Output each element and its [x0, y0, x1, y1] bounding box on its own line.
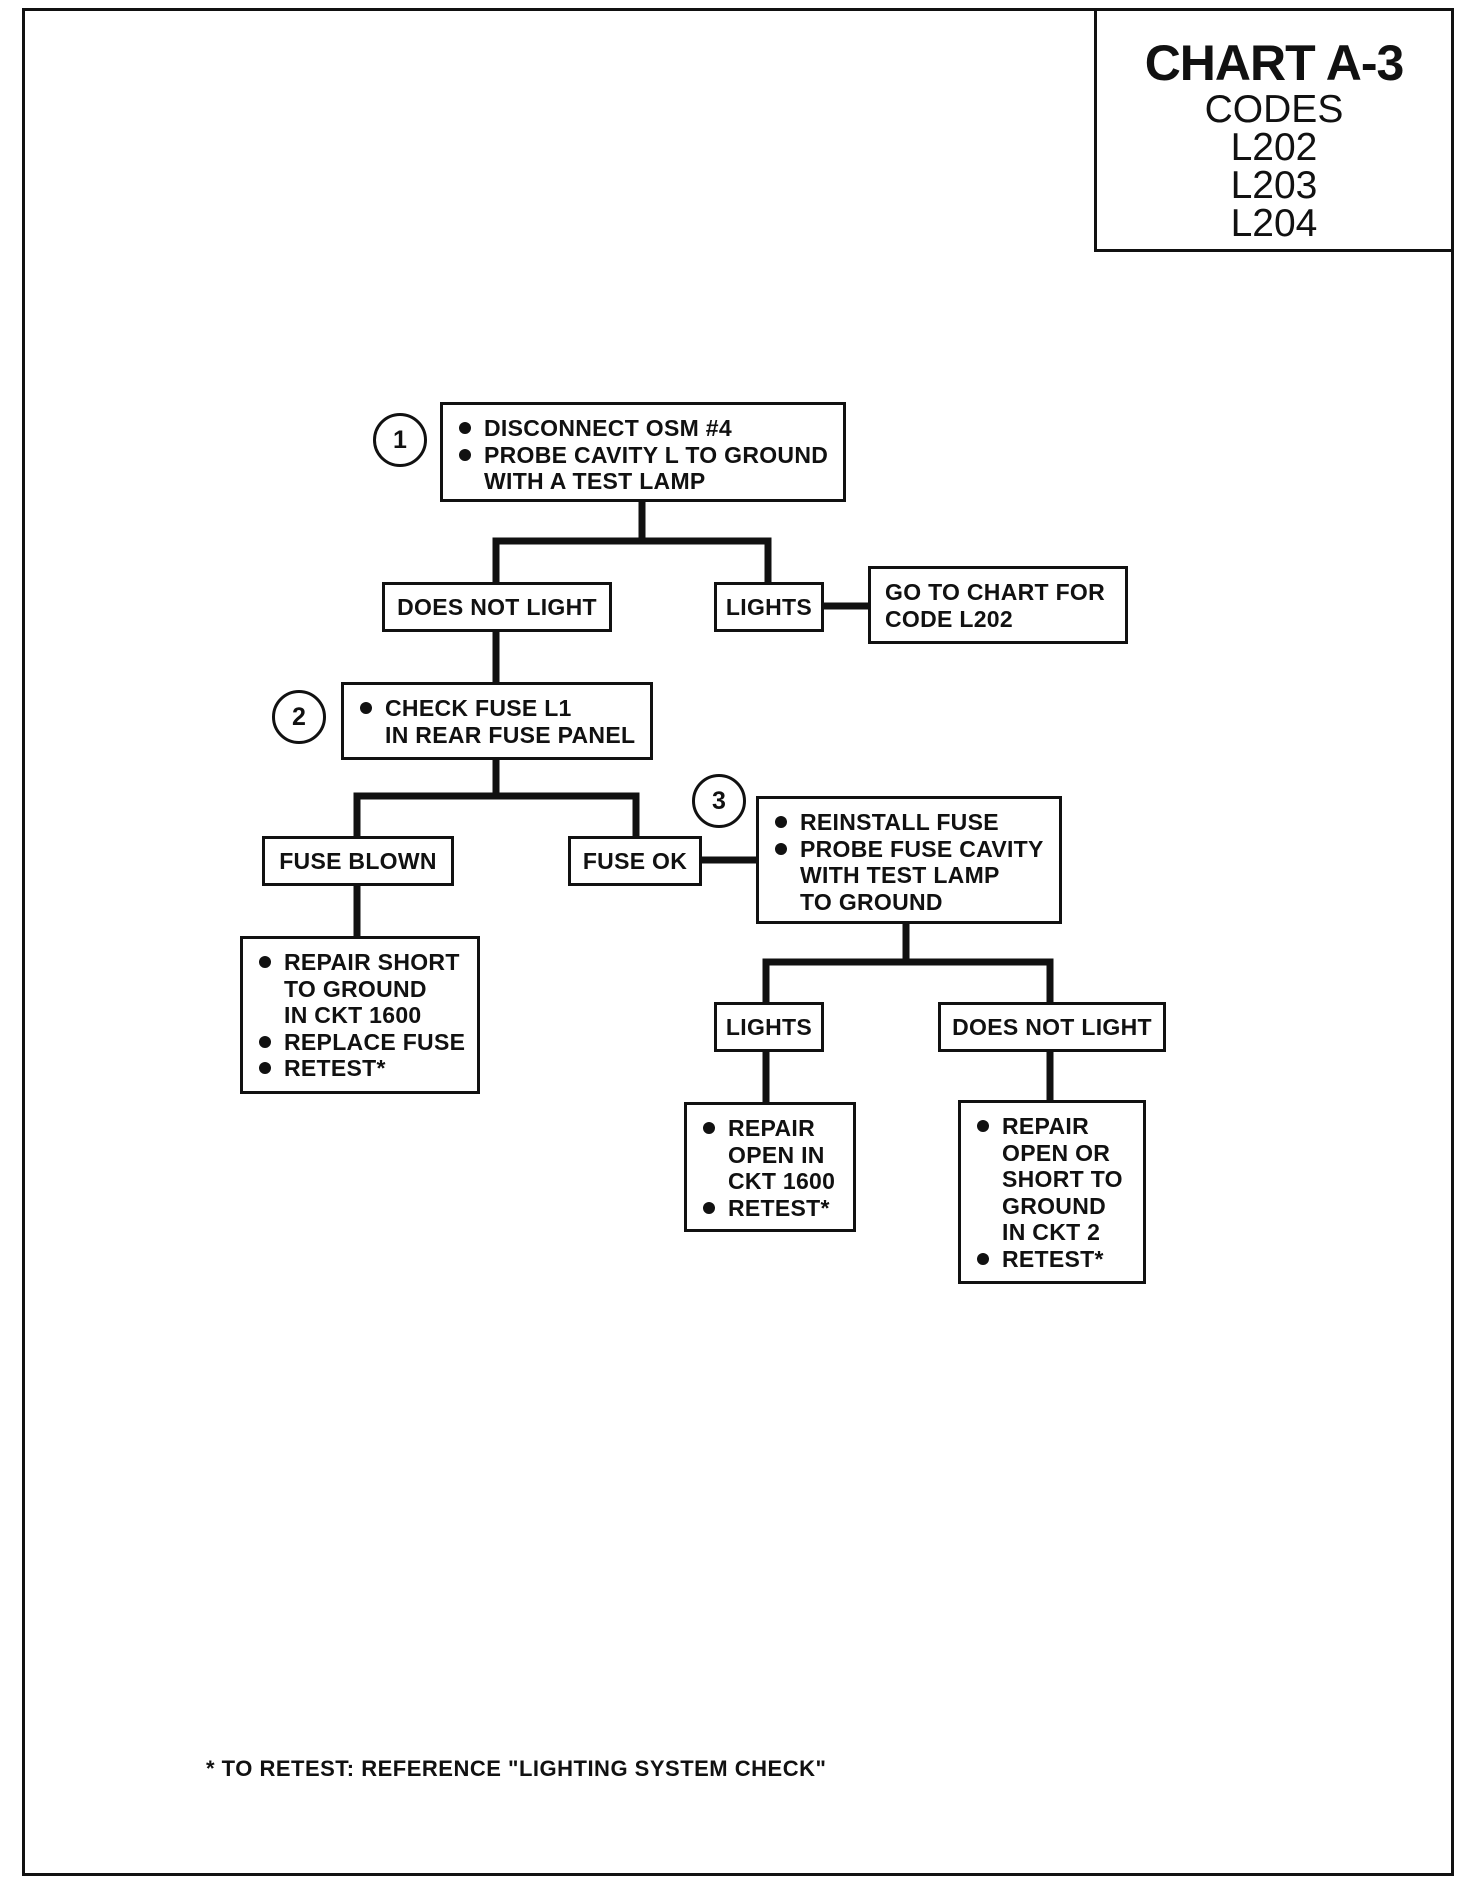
connector-step2-split: [353, 756, 640, 840]
lights-box-2: LIGHTS: [714, 1002, 824, 1052]
repair-short-box: REPAIR SHORT TO GROUND IN CKT 1600 REPLA…: [240, 936, 480, 1094]
step3-line-4: TO GROUND: [800, 888, 943, 915]
does-not-light-box-1: DOES NOT LIGHT: [382, 582, 612, 632]
repair-open-short-line-3: SHORT TO: [1002, 1166, 1123, 1192]
step1-line-2: PROBE CAVITY L TO GROUND: [457, 442, 835, 469]
step2-line-1: CHECK FUSE L1: [358, 695, 642, 722]
connector-step3-split: [762, 920, 1054, 1006]
step1-line-1: DISCONNECT OSM #4: [457, 415, 835, 442]
repair-short-line-2: TO GROUND: [284, 975, 427, 1002]
step3-line-3: WITH TEST LAMP: [800, 862, 1000, 888]
does-not-light-box-2: DOES NOT LIGHT: [938, 1002, 1166, 1052]
chart-title: CHART A-3: [1144, 35, 1405, 91]
step3-box: REINSTALL FUSE PROBE FUSE CAVITY WITH TE…: [756, 796, 1062, 924]
step-1-marker: 1: [373, 413, 427, 467]
repair-open-short-line-4: GROUND: [1002, 1192, 1107, 1219]
repair-open-line-2: OPEN IN: [728, 1141, 825, 1168]
step2-line-2: IN REAR FUSE PANEL: [385, 721, 636, 748]
code-l203: L203: [1230, 164, 1318, 207]
repair-short-line-5: RETEST*: [257, 1055, 469, 1082]
code-l204: L204: [1230, 202, 1318, 245]
repair-open-line-1: REPAIR: [701, 1115, 845, 1142]
repair-open-short-box: REPAIR OPEN OR SHORT TO GROUND IN CKT 2 …: [958, 1100, 1146, 1284]
step1-box: DISCONNECT OSM #4 PROBE CAVITY L TO GROU…: [440, 402, 846, 502]
retest-footnote: * TO RETEST: REFERENCE "LIGHTING SYSTEM …: [206, 1756, 827, 1781]
goto-chart-line-1: GO TO CHART FOR: [885, 579, 1106, 605]
repair-open-short-line-5: IN CKT 2: [1002, 1219, 1101, 1245]
lights-box-1: LIGHTS: [714, 582, 824, 632]
fuse-blown-box: FUSE BLOWN: [262, 836, 454, 886]
repair-open-short-line-2: OPEN OR: [1002, 1139, 1111, 1166]
step-2-marker: 2: [272, 690, 326, 744]
codes-label: CODES: [1204, 88, 1344, 131]
code-l202: L202: [1230, 126, 1318, 169]
step-3-marker: 3: [692, 774, 746, 828]
repair-open-line-4: RETEST*: [701, 1195, 845, 1222]
repair-short-line-1: REPAIR SHORT: [257, 949, 469, 976]
repair-open-short-line-1: REPAIR: [975, 1113, 1135, 1140]
repair-short-line-3: IN CKT 1600: [284, 1002, 422, 1028]
goto-chart-line-2: CODE L202: [885, 605, 1013, 632]
step2-box: CHECK FUSE L1 IN REAR FUSE PANEL: [341, 682, 653, 760]
step3-line-1: REINSTALL FUSE: [773, 809, 1051, 836]
step1-line-3: WITH A TEST LAMP: [484, 468, 706, 494]
repair-open-line-3: CKT 1600: [728, 1168, 836, 1194]
page-border: [22, 8, 1454, 1876]
repair-short-line-4: REPLACE FUSE: [257, 1029, 469, 1056]
step3-line-2: PROBE FUSE CAVITY: [773, 836, 1051, 863]
connector-step1-split: [492, 498, 772, 586]
repair-open-short-line-6: RETEST*: [975, 1246, 1135, 1273]
fuse-ok-box: FUSE OK: [568, 836, 702, 886]
chart-title-box: CHART A-3 CODES L202 L203 L204: [1094, 8, 1454, 252]
goto-chart-box: GO TO CHART FOR CODE L202: [868, 566, 1128, 644]
repair-open-box: REPAIR OPEN IN CKT 1600 RETEST*: [684, 1102, 856, 1232]
